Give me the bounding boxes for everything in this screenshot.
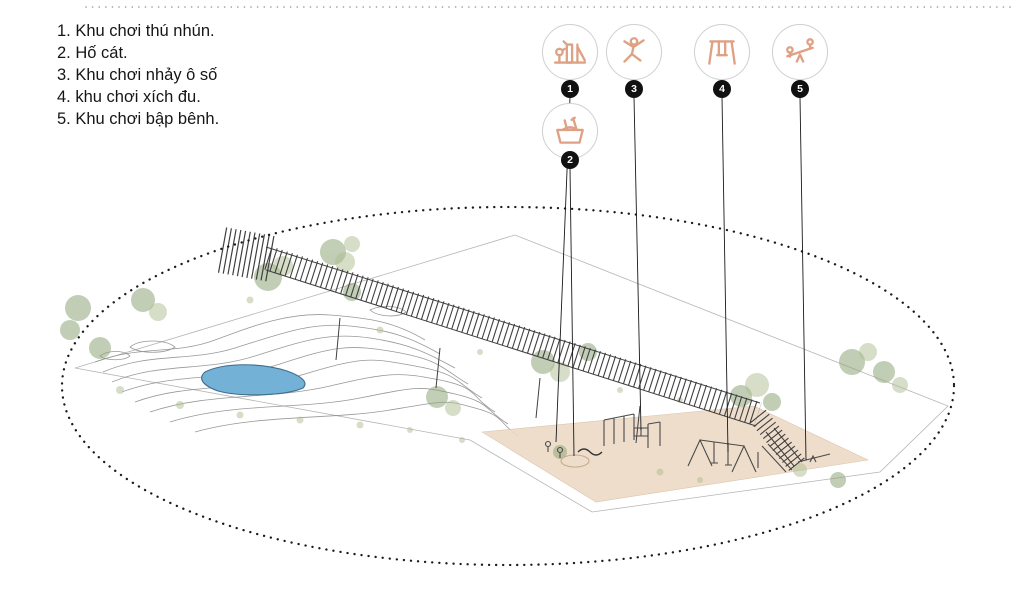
callout-circle-3	[606, 24, 662, 80]
pond	[201, 364, 306, 396]
elevated-walkway	[217, 227, 806, 473]
legend: 1. Khu chơi thú nhún. 2. Hố cát. 3. Khu …	[57, 20, 219, 130]
callout-circle-1	[542, 24, 598, 80]
seesaw-icon	[786, 38, 814, 63]
legend-item: 5. Khu chơi bập bênh.	[57, 110, 220, 128]
trees-layer	[60, 239, 895, 488]
legend-item: 2. Hố cát.	[57, 44, 128, 62]
sand-pit-icon	[556, 116, 584, 144]
swing-icon	[708, 40, 736, 65]
playground-surface	[481, 405, 870, 503]
site-boundary-ellipse	[60, 205, 956, 567]
leader-line-4	[721, 96, 729, 453]
trees-light-layer	[116, 236, 908, 483]
leader-line-5	[799, 96, 807, 461]
logo-mark	[577, 448, 603, 456]
spring-rider-icon	[554, 40, 586, 64]
callout-number-3: 3	[625, 80, 643, 98]
callout-circle-5	[772, 24, 828, 80]
hopscotch-icon	[623, 37, 645, 63]
playground-equipment	[544, 413, 831, 473]
leader-line-3	[633, 96, 642, 431]
legend-item: 1. Khu chơi thú nhún.	[57, 22, 215, 40]
callout-number-2: 2	[561, 151, 579, 169]
callout-circle-4	[694, 24, 750, 80]
callout-number-4: 4	[713, 80, 731, 98]
leader-line-2	[569, 167, 575, 457]
callout-leader-lines	[555, 96, 807, 461]
callout-circle-2	[542, 103, 598, 159]
callout-number-5: 5	[791, 80, 809, 98]
legend-item: 3. Khu chơi nhảy ô số	[57, 66, 218, 84]
legend-item: 4. khu chơi xích đu.	[57, 88, 201, 106]
callout-number-1: 1	[561, 80, 579, 98]
